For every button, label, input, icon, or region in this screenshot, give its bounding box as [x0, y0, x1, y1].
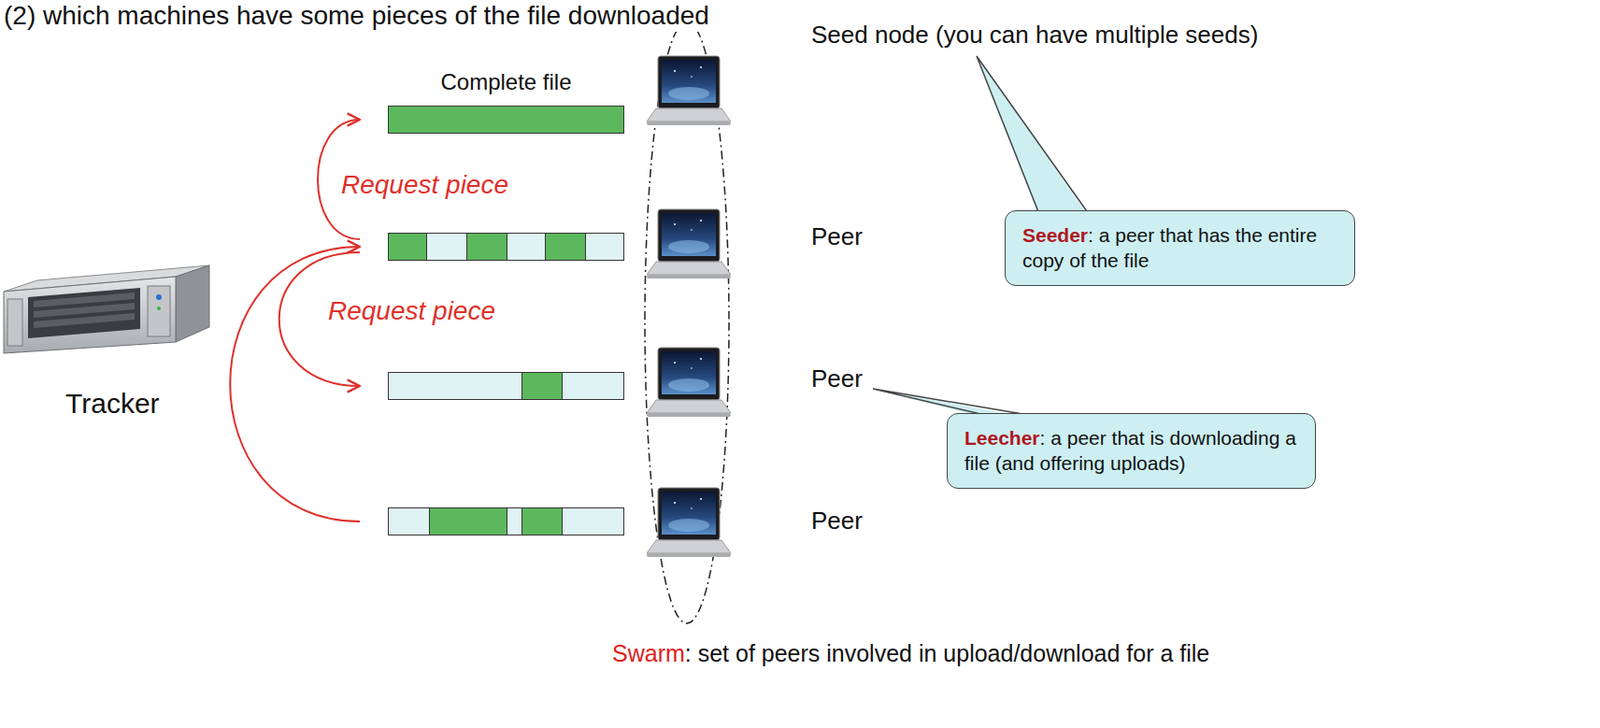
- laptop-icon: [646, 485, 731, 563]
- node-label: Peer: [811, 364, 863, 394]
- callout-box: Seeder: a peer that has the entire copy …: [1004, 210, 1356, 286]
- piece-block: [521, 507, 563, 536]
- peer-row: Peer: [359, 341, 921, 430]
- edge-label: Request piece: [338, 169, 512, 201]
- peer-row: Peer: [359, 481, 921, 571]
- file-caption: Complete file: [387, 69, 625, 97]
- laptop-holder: [646, 207, 731, 288]
- piece-block: [544, 232, 586, 261]
- term: Swarm: [612, 640, 686, 667]
- request-arrow: [229, 246, 360, 522]
- file-bar: [387, 232, 625, 261]
- piece-block: [428, 507, 508, 536]
- file-bar: [387, 371, 625, 400]
- callout-box: Leecher: a peer that is downloading a fi…: [946, 413, 1316, 489]
- node-label: Seed node (you can have multiple seeds): [811, 20, 1258, 50]
- tracker-server: [3, 265, 210, 354]
- definition: : set of peers involved in upload/downlo…: [685, 640, 1210, 667]
- file-bar: [387, 105, 625, 134]
- laptop-holder: [646, 54, 731, 135]
- laptop-holder: [646, 485, 731, 567]
- laptop-icon: [646, 345, 731, 423]
- swarm-definition: Swarm: set of peers involved in upload/d…: [612, 639, 1210, 668]
- peer-row: Peer: [359, 200, 921, 290]
- laptop-icon: [646, 207, 731, 285]
- tracker-label: Tracker: [65, 386, 160, 421]
- node-label: Peer: [811, 506, 863, 536]
- peer-row: Complete fileSeed node (you can have mul…: [359, 18, 921, 141]
- piece-block: [466, 232, 508, 261]
- node-label: Peer: [811, 222, 863, 252]
- callout-tail: [976, 56, 1089, 217]
- term: Seeder: [1022, 224, 1088, 246]
- slide-heading: (2) which machines have some pieces of t…: [3, 0, 714, 32]
- laptop-icon: [646, 54, 731, 131]
- piece-block: [387, 232, 428, 261]
- laptop-holder: [646, 345, 731, 427]
- piece-block: [521, 371, 563, 400]
- file-bar: [387, 507, 625, 536]
- piece-block: [387, 105, 625, 134]
- edge-label: Request piece: [325, 295, 499, 328]
- term: Leecher: [964, 427, 1041, 449]
